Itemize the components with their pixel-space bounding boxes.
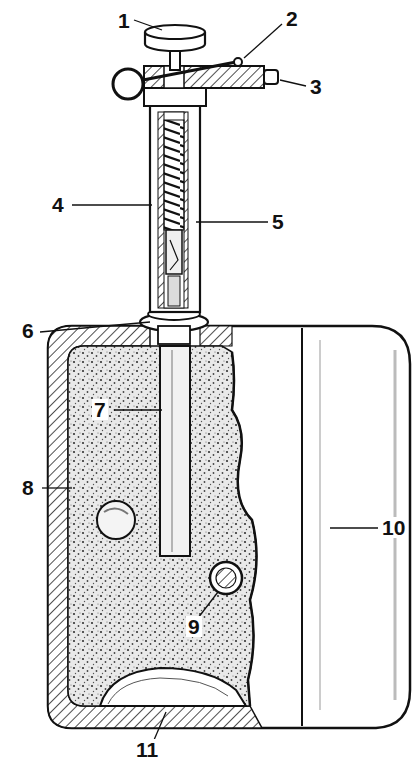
callout-number: 2: [284, 8, 300, 29]
safety-pin: [143, 62, 236, 80]
callout-number: 6: [20, 320, 36, 341]
callout-number: 10: [380, 517, 407, 538]
housing-edge: [301, 328, 303, 726]
callout-number: 7: [92, 399, 108, 420]
detonator: [160, 346, 190, 556]
clamp-screw: [264, 70, 278, 84]
callout-number: 9: [186, 616, 202, 637]
callout-number: 8: [20, 477, 36, 498]
callout-number: 1: [116, 10, 132, 31]
callout-number: 3: [308, 76, 324, 97]
callout-number: 5: [270, 211, 286, 232]
pull-ring: [113, 69, 143, 99]
callout-number: 11: [134, 739, 160, 760]
wall-section: [48, 326, 262, 728]
explosive-charge: [68, 346, 257, 706]
callout-number: 4: [50, 194, 66, 215]
leader-lines: [40, 20, 378, 740]
fuze-body: [150, 104, 200, 312]
housing: [48, 326, 410, 728]
